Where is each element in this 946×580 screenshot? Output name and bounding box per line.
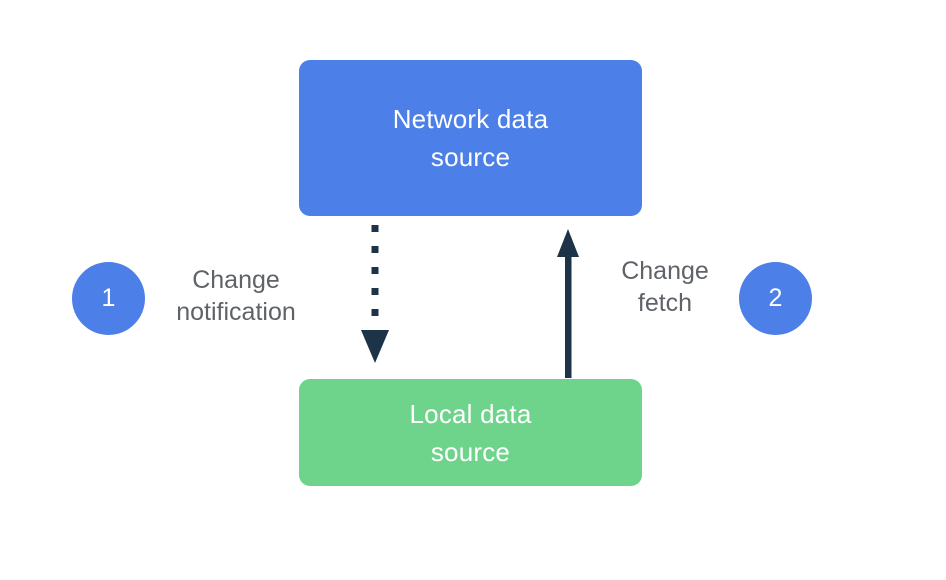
edge-label-change-notification: Change notification (176, 266, 296, 326)
node-network-data-source[interactable]: Network data source (299, 60, 642, 216)
node-local-data-source-label: Local data source (409, 398, 532, 467)
arrow-up-solid-icon (557, 229, 579, 378)
step-badge-1-number: 1 (101, 284, 116, 312)
step-badge-2[interactable]: 2 (739, 262, 812, 335)
node-network-data-source-label: Network data source (392, 104, 549, 172)
step-badge-2-number: 2 (768, 284, 783, 312)
step-badge-1[interactable]: 1 (72, 262, 145, 335)
arrow-down-dotted-icon (361, 225, 389, 363)
edge-label-change-fetch: Change fetch (621, 257, 709, 317)
node-local-data-source[interactable]: Local data source (299, 379, 642, 486)
